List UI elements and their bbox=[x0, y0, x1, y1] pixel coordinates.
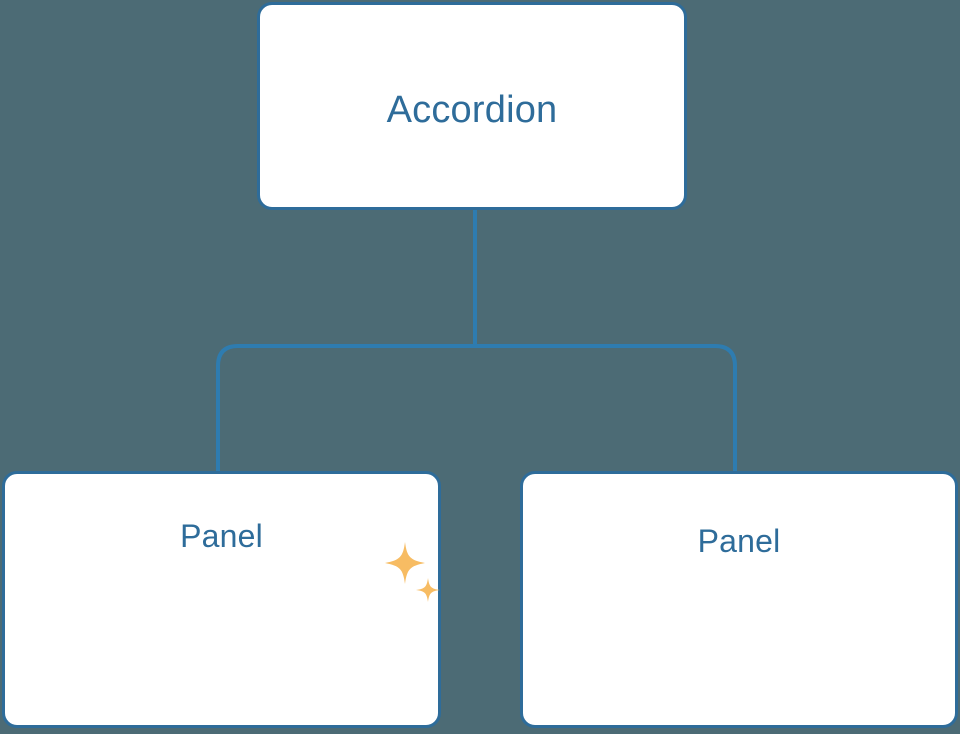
connector-branch-left bbox=[216, 344, 475, 473]
node-title-panel-active: Panel bbox=[180, 518, 263, 554]
node-title-panel-inactive: Panel bbox=[697, 523, 781, 559]
node-card-panel-inactive[interactable]: Panel bbox=[520, 471, 958, 728]
node-card-accordion[interactable]: Accordion bbox=[257, 2, 687, 210]
node-card-panel-active[interactable]: Panel bbox=[2, 471, 441, 728]
connector-branch-right bbox=[475, 344, 737, 473]
node-title-accordion: Accordion bbox=[386, 89, 558, 131]
